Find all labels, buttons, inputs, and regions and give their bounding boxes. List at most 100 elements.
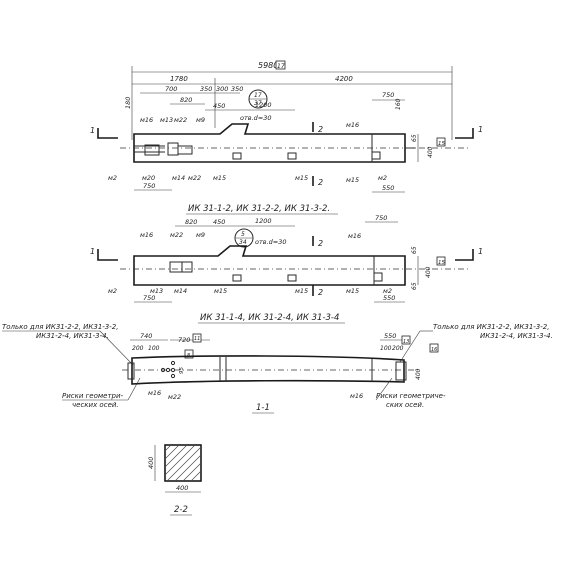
svg-text:1: 1 xyxy=(478,125,483,134)
svg-text:17: 17 xyxy=(254,92,262,99)
svg-text:2: 2 xyxy=(318,239,323,248)
svg-text:1200: 1200 xyxy=(255,101,272,109)
svg-text:750: 750 xyxy=(143,294,155,302)
svg-text:м16: м16 xyxy=(350,392,363,400)
svg-text:1: 1 xyxy=(90,126,95,135)
svg-text:450: 450 xyxy=(213,218,225,226)
section-1-1-title: 1-1 xyxy=(256,403,270,413)
svg-text:65: 65 xyxy=(411,282,418,290)
dim-4200: 4200 xyxy=(335,75,353,83)
svg-text:м2: м2 xyxy=(378,174,387,182)
dim-overall: 5980 xyxy=(258,61,278,70)
svg-text:м22: м22 xyxy=(174,116,187,124)
svg-text:отв.d≈30: отв.d≈30 xyxy=(255,238,287,246)
svg-text:ИК31-2-4, ИК31-3-4.: ИК31-2-4, ИК31-3-4. xyxy=(36,332,109,340)
svg-text:750: 750 xyxy=(143,182,155,190)
svg-text:180: 180 xyxy=(124,97,132,109)
svg-text:350: 350 xyxy=(200,85,212,93)
svg-text:350: 350 xyxy=(231,85,243,93)
svg-text:м16: м16 xyxy=(140,231,153,239)
svg-text:65: 65 xyxy=(411,246,418,254)
svg-text:ИК31-2-4, ИК31-3-4.: ИК31-2-4, ИК31-3-4. xyxy=(480,332,553,340)
svg-text:м13: м13 xyxy=(160,116,173,124)
svg-text:550: 550 xyxy=(382,184,394,192)
svg-text:700: 700 xyxy=(165,85,177,93)
section-1-1: Только для ИК31-2-2, ИК31-3-2, ИК31-2-4,… xyxy=(2,323,553,414)
svg-text:м9: м9 xyxy=(196,116,205,124)
svg-text:200: 200 xyxy=(132,345,144,352)
svg-text:м15: м15 xyxy=(295,287,308,295)
svg-text:м14: м14 xyxy=(172,174,185,182)
svg-text:м15: м15 xyxy=(213,174,226,182)
svg-text:550: 550 xyxy=(383,294,395,302)
svg-text:750: 750 xyxy=(375,214,387,222)
svg-text:160: 160 xyxy=(395,98,402,110)
view-2: 820 450 1200 5 34 отв.d≈30 750 65 400 65… xyxy=(90,214,483,324)
svg-text:300: 300 xyxy=(216,85,228,93)
svg-text:34: 34 xyxy=(239,239,247,246)
svg-text:1: 1 xyxy=(90,247,95,256)
svg-text:м2: м2 xyxy=(108,287,117,295)
svg-text:820: 820 xyxy=(180,96,192,104)
svg-text:м16: м16 xyxy=(148,389,161,397)
svg-text:200: 200 xyxy=(392,345,404,352)
svg-text:ских осей.: ских осей. xyxy=(386,401,424,409)
svg-text:м16: м16 xyxy=(346,121,359,129)
svg-text:2: 2 xyxy=(318,125,323,134)
svg-text:11: 11 xyxy=(194,336,200,342)
svg-text:м22: м22 xyxy=(168,393,181,401)
svg-text:400: 400 xyxy=(176,484,188,492)
svg-text:м13: м13 xyxy=(150,287,163,295)
svg-text:м22: м22 xyxy=(170,231,183,239)
svg-text:750: 750 xyxy=(382,91,394,99)
svg-text:м20: м20 xyxy=(142,174,155,182)
svg-text:м2: м2 xyxy=(383,287,392,295)
view-1-title: ИК 31-1-2, ИК 31-2-2, ИК 31-3-2. xyxy=(188,204,330,214)
svg-text:400: 400 xyxy=(427,146,434,158)
svg-text:37: 37 xyxy=(254,100,262,107)
svg-text:м15: м15 xyxy=(214,287,227,295)
svg-text:820: 820 xyxy=(185,218,197,226)
svg-text:Только для ИК31-2-2, ИК31-3-2,: Только для ИК31-2-2, ИК31-3-2, xyxy=(2,323,118,331)
svg-text:Только для ИК31-2-2, ИК31-3-2,: Только для ИК31-2-2, ИК31-3-2, xyxy=(433,323,549,331)
section-2-2-title: 2-2 xyxy=(174,505,188,515)
svg-text:15: 15 xyxy=(438,260,445,266)
svg-text:2: 2 xyxy=(318,178,323,187)
svg-text:м14: м14 xyxy=(174,287,187,295)
view-1: 5980 17 1780 4200 700 350 300 350 820 45… xyxy=(90,60,483,215)
svg-text:1200: 1200 xyxy=(255,217,272,225)
svg-text:м9: м9 xyxy=(196,231,205,239)
svg-text:13: 13 xyxy=(403,339,409,345)
svg-text:100: 100 xyxy=(148,345,160,352)
svg-text:м15: м15 xyxy=(295,174,308,182)
svg-text:16: 16 xyxy=(431,347,437,353)
svg-text:м15: м15 xyxy=(346,287,359,295)
section-2-2: 400 400 2-2 xyxy=(147,444,202,516)
view-2-title: ИК 31-1-4, ИК 31-2-4, ИК 31-3-4 xyxy=(200,313,339,323)
svg-text:Риски геометри-: Риски геометри- xyxy=(62,392,124,400)
svg-text:1: 1 xyxy=(478,247,483,256)
svg-text:450: 450 xyxy=(213,102,225,110)
dim-1780: 1780 xyxy=(170,75,188,83)
svg-text:720: 720 xyxy=(178,336,190,344)
svg-text:550: 550 xyxy=(384,332,396,340)
svg-text:2: 2 xyxy=(318,288,323,297)
svg-text:400: 400 xyxy=(415,368,422,380)
svg-text:м2: м2 xyxy=(108,174,117,182)
svg-text:Риски геометриче-: Риски геометриче- xyxy=(376,392,446,400)
svg-text:отв.d≈30: отв.d≈30 xyxy=(240,114,272,122)
svg-text:м22: м22 xyxy=(188,174,201,182)
svg-text:5: 5 xyxy=(241,231,245,238)
svg-text:65: 65 xyxy=(411,134,418,142)
svg-text:400: 400 xyxy=(147,457,155,469)
svg-text:740: 740 xyxy=(140,332,152,340)
svg-text:15: 15 xyxy=(438,141,445,147)
svg-text:м16: м16 xyxy=(348,232,361,240)
svg-text:м15: м15 xyxy=(346,176,359,184)
svg-text:ческих осей.: ческих осей. xyxy=(72,401,119,409)
svg-text:95: 95 xyxy=(179,367,185,374)
svg-text:100: 100 xyxy=(380,345,392,352)
svg-text:м16: м16 xyxy=(140,116,153,124)
svg-text:17: 17 xyxy=(277,63,285,70)
